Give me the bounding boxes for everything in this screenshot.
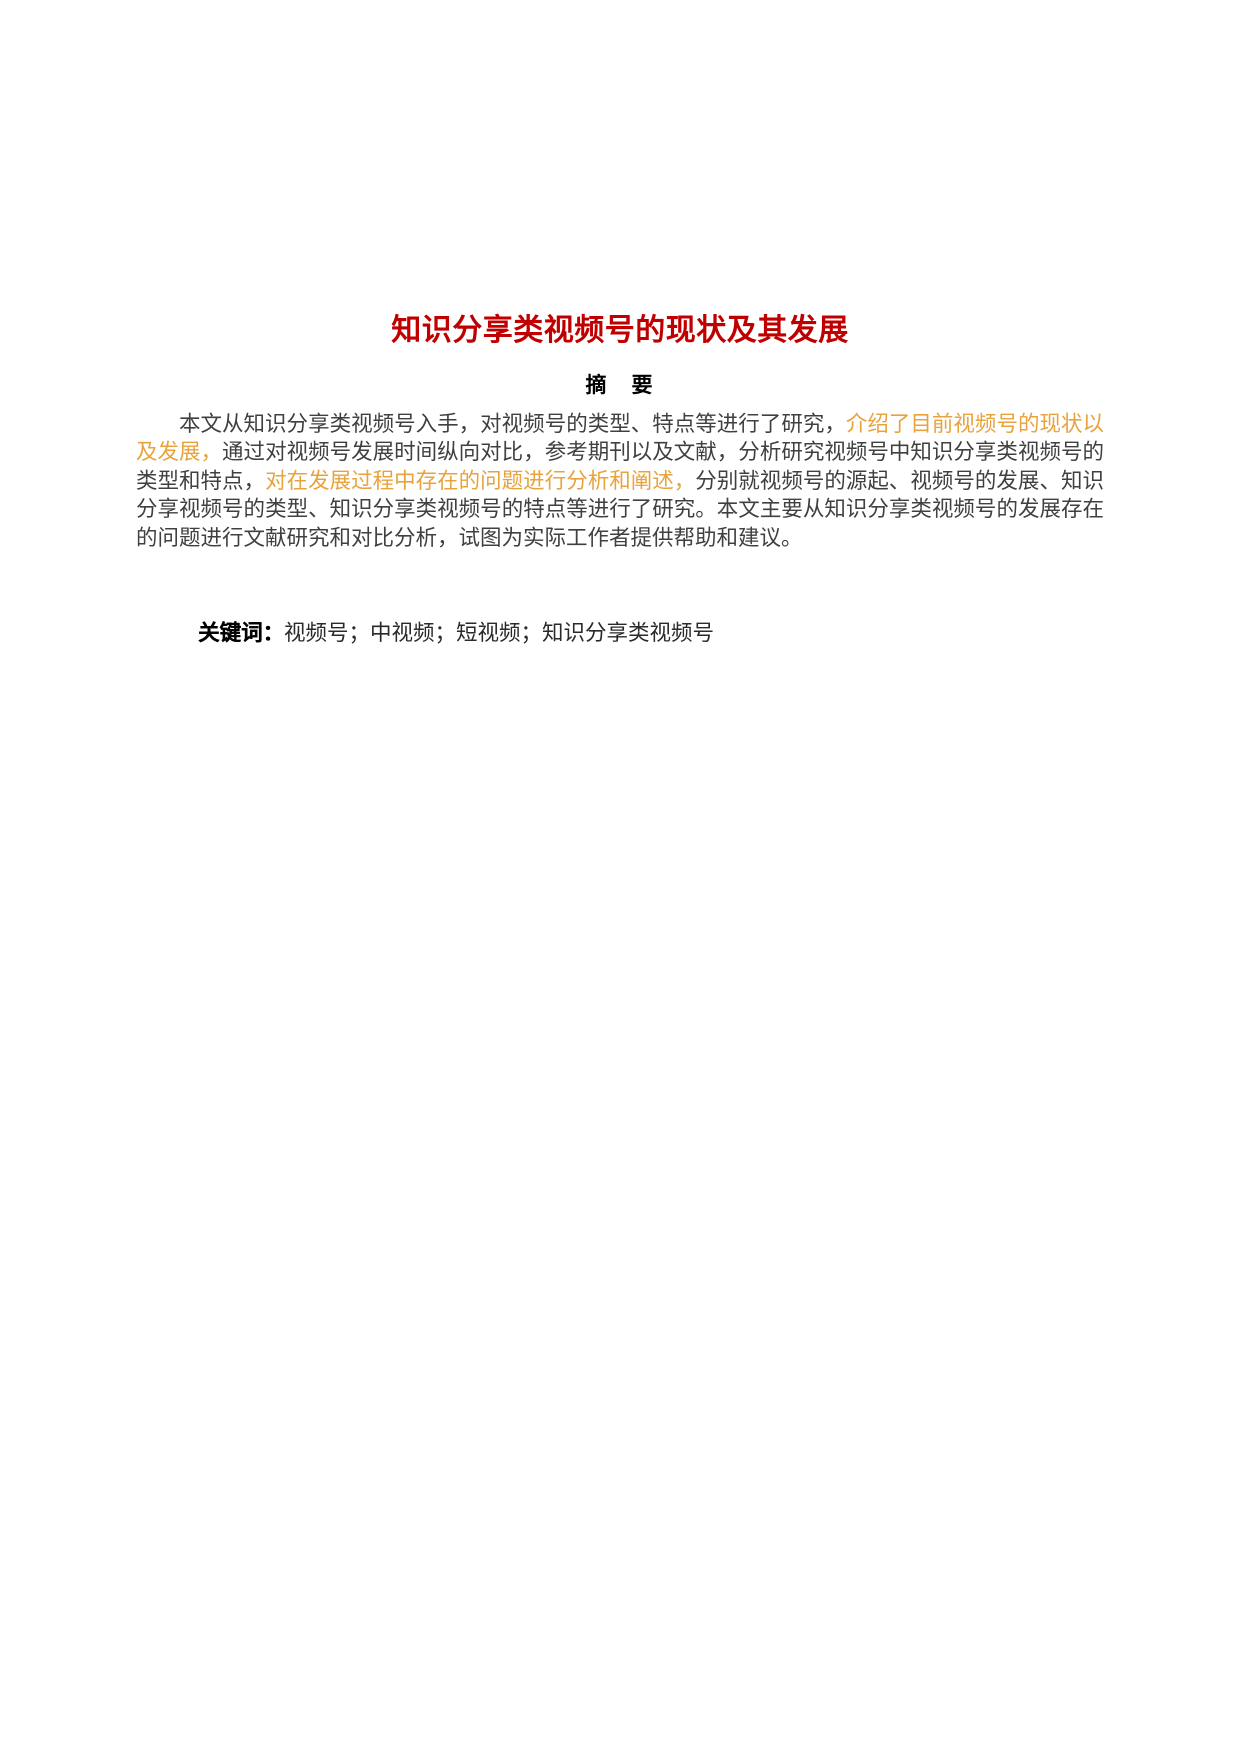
- abstract-heading: 摘 要: [585, 372, 655, 397]
- abstract-text-run: 通过对视频号发展时间纵向对比，参考期刊以及文献，分析研究视频号中知识分享类视频号…: [136, 440, 1104, 494]
- abstract-text-run: 分别就视频号的源起、视频号的发展、知识分享视频号的类型、知识分享类视频号的特点等…: [136, 468, 1104, 551]
- abstract-text-run: 本文从知识分享类视频号入手，对视频号的类型、特点等进行了研究，: [179, 411, 846, 437]
- page-title: 知识分享类视频号的现状及其发展: [391, 313, 849, 348]
- keywords-line: 关键词：视频号；中视频；短视频；知识分享类视频号: [136, 553, 1104, 649]
- abstract-body: 本文从知识分享类视频号入手，对视频号的类型、特点等进行了研究，介绍了目前视频号的…: [136, 399, 1104, 554]
- abstract-highlight-run: 对在发展过程中存在的问题进行分析和阐述，: [265, 468, 696, 494]
- keywords-label: 关键词：: [198, 621, 285, 647]
- page-content: 知识分享类视频号的现状及其发展 摘 要 本文从知识分享类视频号入手，对视频号的类…: [136, 0, 1104, 649]
- abstract-highlight-run: 介绍了目前视频号的现状以及发展，: [136, 411, 1104, 466]
- keywords-values: 视频号；中视频；短视频；知识分享类视频号: [284, 621, 715, 647]
